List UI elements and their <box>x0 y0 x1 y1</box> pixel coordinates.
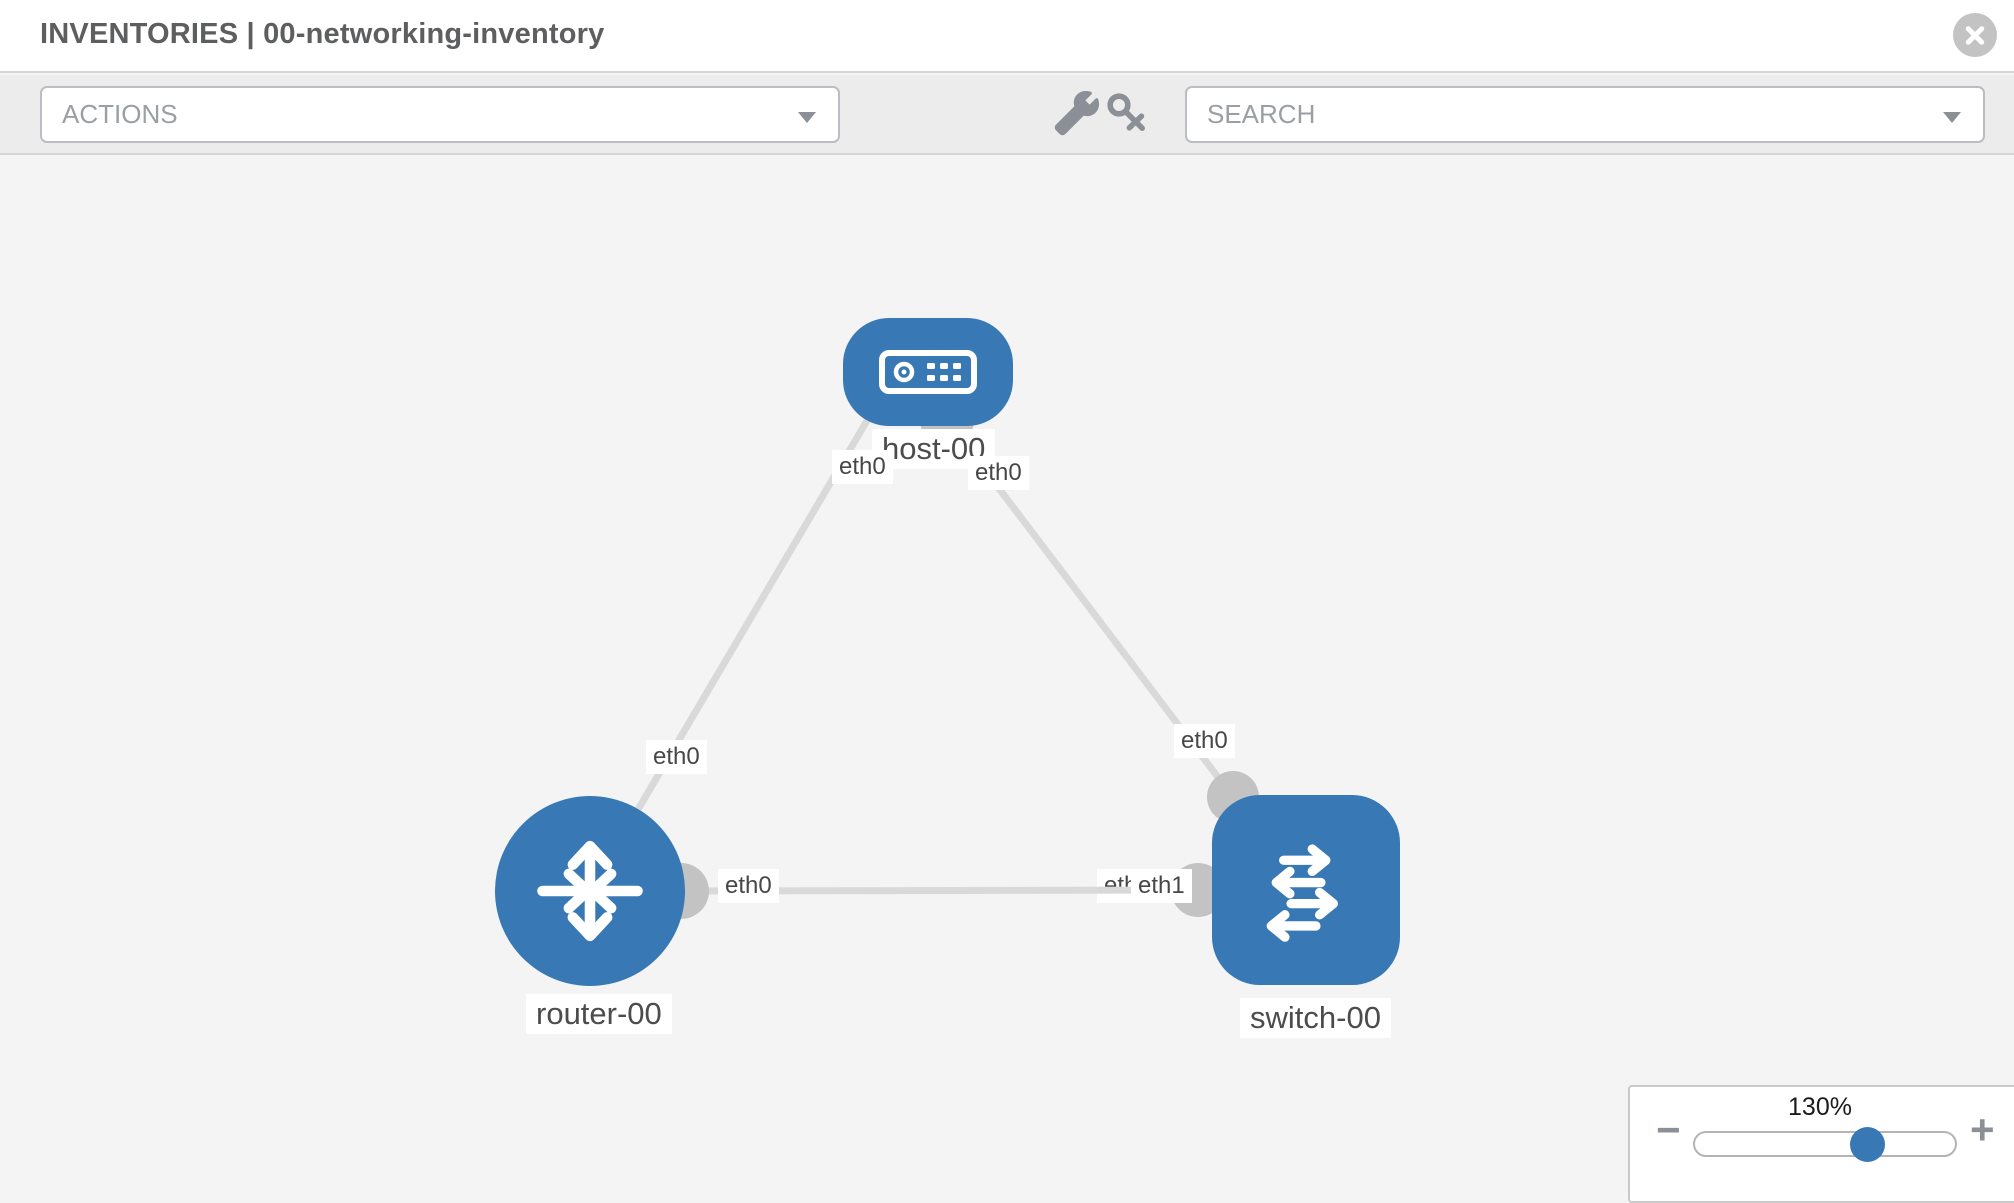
topology-canvas[interactable] <box>0 157 2014 1200</box>
node-switch-00[interactable] <box>1212 795 1400 985</box>
node-host-00[interactable] <box>843 318 1013 426</box>
chevron-down-icon <box>1943 112 1961 123</box>
search-dropdown[interactable]: SEARCH <box>1185 86 1985 143</box>
node-router-00[interactable] <box>495 796 685 986</box>
close-icon[interactable] <box>1953 13 1997 57</box>
key-icon[interactable] <box>1103 89 1151 137</box>
zoom-in-button[interactable]: + <box>1970 1106 1995 1153</box>
search-dropdown-label: SEARCH <box>1207 99 1316 129</box>
switch-icon <box>1266 844 1338 942</box>
interface-label: eth0 <box>646 740 707 774</box>
zoom-out-button[interactable]: − <box>1656 1106 1681 1153</box>
zoom-panel: 130% − + <box>1628 1085 2014 1203</box>
toolbar: ACTIONS SEARCH <box>0 75 2014 155</box>
zoom-slider-thumb[interactable] <box>1850 1127 1885 1162</box>
actions-dropdown-label: ACTIONS <box>62 99 178 129</box>
actions-dropdown[interactable]: ACTIONS <box>40 86 840 143</box>
interface-label: eth0 <box>1174 724 1235 758</box>
interface-label: eth0 <box>832 450 893 484</box>
wrench-icon[interactable] <box>1053 89 1101 137</box>
node-label-switch: switch-00 <box>1240 998 1391 1038</box>
interface-label: eth0 <box>968 456 1029 490</box>
header-bar: INVENTORIES | 00-networking-inventory <box>0 0 2014 73</box>
host-icon <box>879 350 977 394</box>
chevron-down-icon <box>798 112 816 123</box>
router-icon <box>537 840 643 942</box>
interface-label: eth0 <box>718 869 779 903</box>
interface-label: eth1 <box>1131 869 1192 903</box>
node-label-router: router-00 <box>526 994 672 1034</box>
page-title: INVENTORIES | 00-networking-inventory <box>40 18 605 50</box>
zoom-slider-track[interactable] <box>1693 1131 1957 1157</box>
zoom-level-value: 130% <box>1788 1093 1852 1121</box>
